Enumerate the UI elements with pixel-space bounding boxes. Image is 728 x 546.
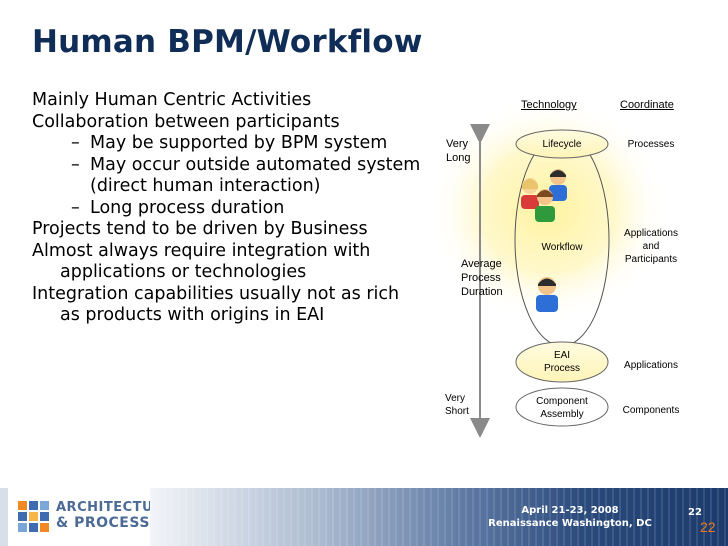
dash: –: [71, 154, 80, 175]
eai-line1: EAI: [553, 350, 571, 361]
sub-bullet-2-text: May occur outside automated system: [90, 154, 421, 175]
footer-stripe: [0, 488, 8, 546]
very-long-line2: Long: [446, 152, 471, 164]
very-short-line2: Short: [445, 406, 469, 417]
footer-stripes: [150, 488, 728, 546]
person-icon: [549, 169, 567, 201]
applications-label: Applications: [624, 360, 678, 371]
event-date: April 21-23, 2008: [521, 505, 619, 516]
ap-line3: Participants: [624, 254, 678, 265]
slide-title: Human BPM/Workflow: [32, 24, 423, 60]
bullet-3: Projects tend to be driven by Business: [32, 219, 368, 239]
page-number: 22: [688, 507, 702, 518]
avg-line2: Process: [461, 272, 501, 284]
lifecycle-pill: [515, 129, 609, 159]
person-icon: [535, 189, 555, 222]
very-long-label: Very Long: [446, 137, 470, 165]
bullet-list: Mainly Human Centric Activities Collabor…: [32, 90, 422, 327]
logo-mark-icon: [18, 501, 49, 532]
lifecycle-label: Lifecycle: [542, 139, 582, 150]
sub-bullet-1-text: May be supported by BPM system: [90, 133, 388, 153]
ap-line2: and: [642, 241, 660, 252]
component-line2: Assembly: [540, 409, 584, 420]
event-venue: Renaissance Washington, DC: [488, 518, 652, 529]
logo-area: ARCHITECTURE & PROCESS: [8, 488, 172, 546]
very-long-line1: Very: [446, 138, 469, 150]
slide-footer: ARCHITECTURE & PROCESS April 21-23, 2008…: [0, 488, 728, 546]
component-assembly-label: Component Assembly: [522, 395, 602, 421]
component-line1: Component: [536, 396, 588, 407]
page-number-accent: 22: [700, 519, 716, 535]
dash: –: [71, 197, 80, 218]
ap-line1: Applications: [624, 228, 678, 239]
process-duration-diagram: Technology Coordinate Very Long Very Sho…: [430, 90, 728, 450]
average-duration-label: Average Process Duration: [461, 257, 503, 299]
applications-participants-label: Applications and Participants: [611, 227, 691, 266]
avg-line1: Average: [461, 258, 502, 270]
person-icon: [536, 277, 558, 312]
bullet-4: Almost always require integration with a…: [32, 240, 371, 283]
very-short-line1: Very: [445, 393, 466, 404]
logo-line1: ARCHITECTURE: [56, 500, 173, 515]
component-pill: [515, 387, 609, 427]
bullet-2: Collaboration between participants: [32, 111, 340, 132]
processes-label: Processes: [627, 139, 675, 150]
sub-bullet-2: –May occur outside automated system(dire…: [32, 155, 422, 198]
sub-bullet-3-text: Long process duration: [90, 197, 285, 218]
workflow-label: Workflow: [541, 242, 583, 253]
bullet-5: Integration capabilities usually not as …: [32, 283, 400, 326]
header-technology: Technology: [521, 99, 577, 111]
sub-bullet-3: –Long process duration: [32, 198, 422, 220]
footer-bar: [150, 488, 728, 546]
header-coordinate: Coordinate: [620, 99, 674, 111]
logo-line2: & PROCESS: [56, 515, 150, 531]
sub-bullet-2-text-cont: (direct human interaction): [90, 176, 321, 196]
sub-bullet-1: –May be supported by BPM system: [32, 133, 422, 155]
components-label: Components: [622, 405, 680, 416]
eai-process-label: EAI Process: [522, 349, 602, 375]
dash: –: [71, 133, 80, 153]
bullet-1: Mainly Human Centric Activities: [32, 90, 312, 110]
eai-line2: Process: [543, 363, 581, 374]
eai-pill: [515, 341, 609, 383]
diagram-graphics: [430, 98, 668, 438]
very-short-label: Very Short: [445, 392, 469, 418]
person-icon: [521, 178, 539, 209]
avg-line3: Duration: [461, 286, 503, 298]
event-info: April 21-23, 2008 Renaissance Washington…: [470, 504, 670, 530]
